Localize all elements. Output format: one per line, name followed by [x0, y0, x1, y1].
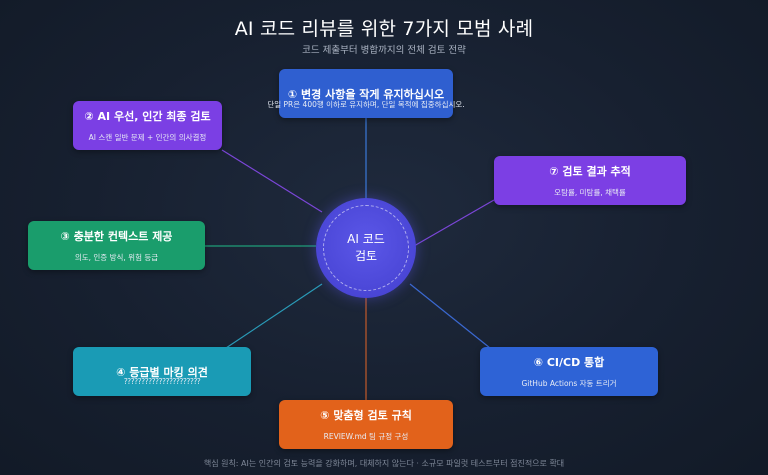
center-line-1: AI 코드: [347, 232, 385, 246]
card-5: ⑤ 맞춤형 검토 규칙 REVIEW.md 팀 규정 구성: [279, 400, 453, 449]
card-3-description: 의도, 인증 방식, 위험 등급: [74, 253, 159, 262]
page-title: AI 코드 리뷰를 위한 7가지 모범 사례: [234, 18, 534, 40]
connector-7: [413, 199, 495, 247]
center-node-label: AI 코드 검토: [323, 205, 409, 291]
footer-note: 핵심 원칙: AI는 인간의 검토 능력을 강화하며, 대체하지 않는다 · 소…: [203, 459, 565, 468]
card-2-heading: ② AI 우선, 인간 최종 검토: [84, 110, 211, 123]
card-1-heading: ① 변경 사항을 작게 유지하십시오: [287, 87, 445, 101]
center-node: AI 코드 검토: [316, 198, 416, 298]
card-7-heading: ⑦ 검토 결과 추적: [549, 165, 631, 178]
card-2: ② AI 우선, 인간 최종 검토 AI 스캔 일반 문제 + 인간의 의사결정: [73, 101, 222, 150]
page-subtitle: 코드 제출부터 병합까지의 전체 검토 전략: [302, 45, 466, 56]
card-7: ⑦ 검토 결과 추적 오탐률, 미탐률, 채택률: [494, 156, 686, 205]
card-7-description: 오탐률, 미탐률, 채택률: [554, 188, 626, 197]
connector-4: [225, 283, 323, 349]
card-3-heading: ③ 충분한 컨텍스트 제공: [60, 230, 173, 243]
card-1: ① 변경 사항을 작게 유지하십시오: [279, 69, 453, 118]
card-6-heading: ⑥ CI/CD 통합: [533, 356, 605, 369]
card-4: ④ 등급별 마킹 의견: [73, 347, 251, 396]
card-1-description: 단일 PR은 400행 이하로 유지하며, 단일 목적에 집중하십시오.: [267, 100, 465, 109]
card-5-heading: ⑤ 맞춤형 검토 규칙: [320, 409, 412, 422]
card-2-description: AI 스캔 일반 문제 + 인간의 의사결정: [88, 133, 207, 142]
card-4-description: ??????????????????????: [123, 377, 201, 386]
card-3: ③ 충분한 컨텍스트 제공 의도, 인증 방식, 위험 등급: [28, 221, 205, 270]
card-6-description: GitHub Actions 자동 트리거: [521, 379, 617, 388]
connector-2: [221, 149, 323, 213]
connector-6: [409, 283, 491, 349]
center-line-2: 검토: [354, 249, 378, 263]
card-5-description: REVIEW.md 팀 규정 구성: [323, 432, 409, 441]
card-6: ⑥ CI/CD 통합 GitHub Actions 자동 트리거: [480, 347, 658, 396]
card-4-heading: ④ 등급별 마킹 의견: [116, 365, 208, 379]
